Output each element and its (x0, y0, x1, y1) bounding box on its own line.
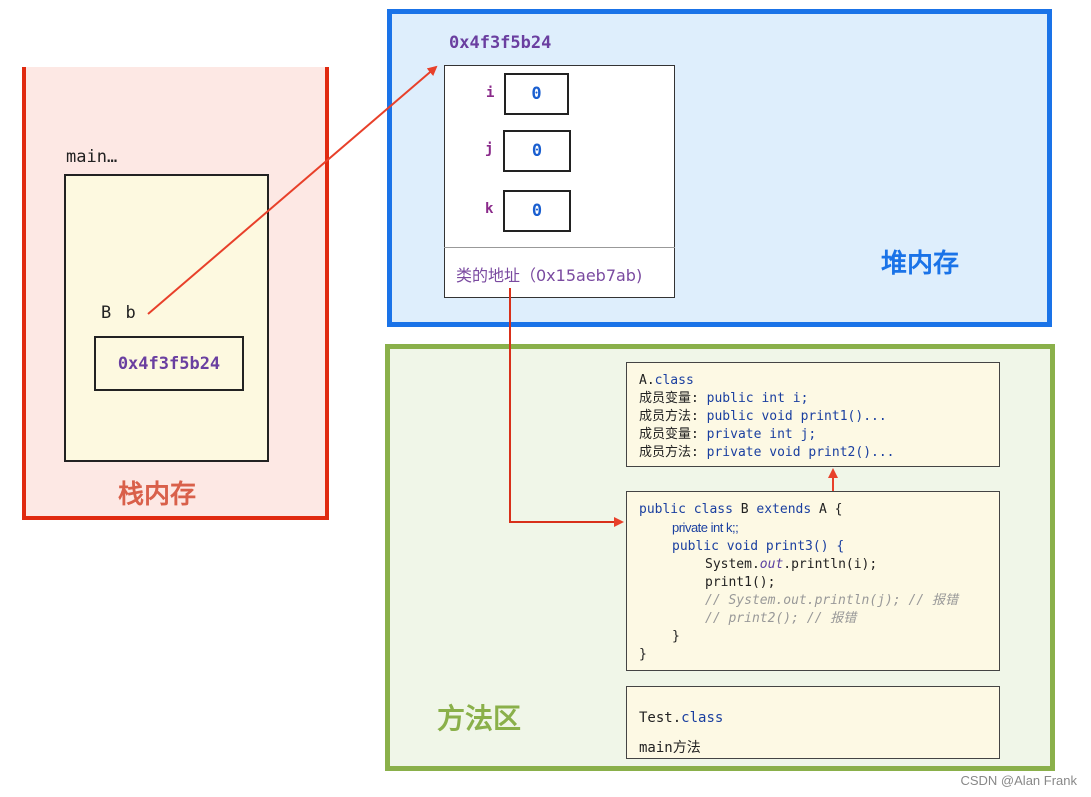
heap-memory-title: 堆内存 (881, 249, 960, 279)
code-comment: // print2(); // 报错 (705, 611, 857, 626)
class-b-name: B (740, 502, 757, 517)
code-line: public void print3() { (639, 538, 987, 556)
class-a-line: 成员变量: public int i; (639, 390, 987, 408)
heap-object (444, 65, 675, 298)
member-code: public void print1()... (706, 409, 887, 424)
reference-arrow (147, 65, 438, 315)
member-label: 成员方法: (639, 409, 707, 424)
class-b-box: public class B extends A { private int k… (626, 491, 1000, 671)
field-i-name: i (486, 85, 495, 101)
code-text: print3() { (765, 539, 845, 554)
object-divider (444, 247, 675, 248)
main-frame-label: main… (66, 147, 118, 167)
class-pointer-arrow (509, 288, 624, 527)
code-line: print1(); (639, 574, 987, 592)
member-code: private int j; (706, 427, 817, 442)
code-line: private int k;; (639, 519, 987, 538)
code-line: public class B extends A { (639, 501, 987, 519)
code-keyword: public class (639, 502, 741, 517)
method-area-title: 方法区 (437, 702, 522, 735)
field-j-name: j (485, 141, 494, 157)
code-text: private int k;; (672, 520, 739, 535)
member-code: private void print2()... (706, 445, 895, 460)
code-comment: // System.out.println(j); // 报错 (705, 593, 958, 608)
test-class-box: Test.class main方法 (626, 686, 1000, 759)
member-label: 成员方法: (639, 445, 707, 460)
code-keyword: extends (756, 502, 820, 517)
code-text: .println(i); (783, 557, 878, 572)
test-class-header: Test.class (639, 703, 987, 733)
code-text: A { (819, 502, 843, 517)
reference-value-box: 0x4f3f5b24 (94, 336, 244, 391)
code-text: print1(); (705, 575, 776, 590)
class-a-header: A.class (639, 372, 987, 390)
object-address-label: 0x4f3f5b24 (449, 33, 552, 53)
class-keyword: class (654, 373, 694, 388)
variable-b-label: B b (101, 303, 138, 323)
field-j-value: 0 (503, 130, 571, 172)
class-a-line: 成员方法: private void print2()... (639, 444, 987, 462)
class-keyword: class (681, 710, 724, 726)
stack-memory-title: 栈内存 (118, 480, 197, 510)
class-address-label: 类的地址（0x15aeb7ab) (456, 266, 643, 285)
code-field: out (759, 557, 784, 572)
field-k-value: 0 (503, 190, 571, 232)
member-code: public int i; (706, 391, 809, 406)
code-line: } (639, 647, 647, 662)
member-label: 成员变量: (639, 427, 707, 442)
field-k-name: k (485, 201, 494, 217)
watermark: CSDN @Alan Frank (960, 773, 1077, 788)
class-a-box: A.class 成员变量: public int i; 成员方法: public… (626, 362, 1000, 467)
member-label: 成员变量: (639, 391, 707, 406)
class-a-name: A. (639, 373, 655, 388)
main-stack-frame (64, 174, 269, 462)
code-text: System. (705, 557, 760, 572)
code-keyword: public void (672, 539, 766, 554)
code-line: System.out.println(i); (639, 556, 987, 574)
main-method-label: main方法 (639, 740, 701, 756)
class-a-line: 成员变量: private int j; (639, 426, 987, 444)
test-class-name: Test. (639, 710, 682, 726)
class-a-line: 成员方法: public void print1()... (639, 408, 987, 426)
field-i-value: 0 (504, 73, 569, 115)
code-line: } (672, 629, 680, 644)
